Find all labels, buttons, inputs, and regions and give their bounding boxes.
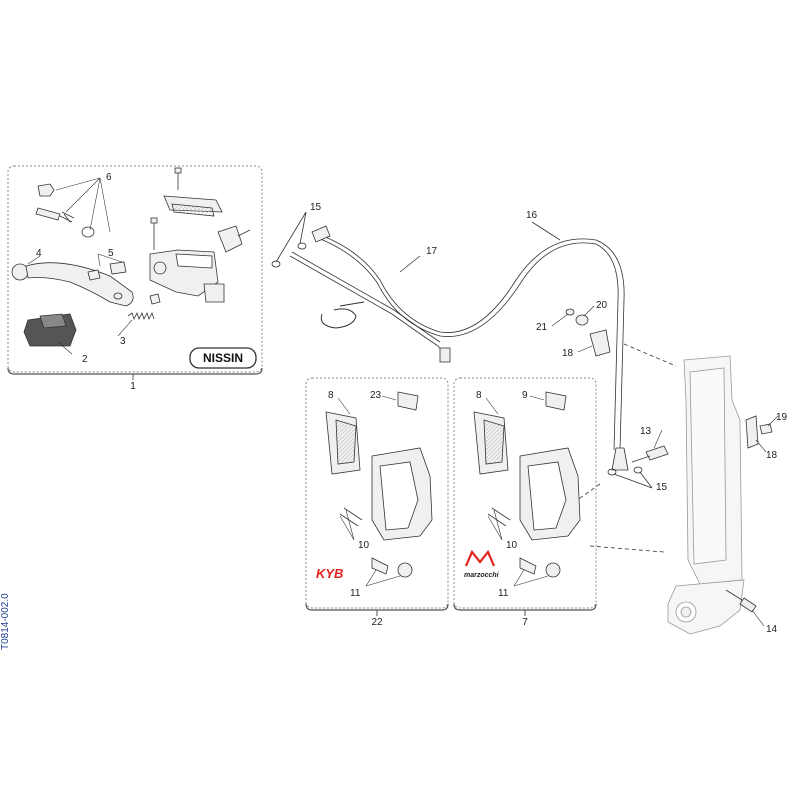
callout-5: 5 [108, 248, 114, 259]
callout-2: 2 [82, 354, 88, 365]
callout-21: 21 [536, 322, 548, 333]
caliper-marzocchi-parts [473, 391, 581, 578]
leader-lines-right [551, 305, 779, 627]
leader-lines-kyb [337, 395, 401, 587]
callout-19: 19 [776, 412, 788, 423]
group-label-master-cylinder: 1 [130, 381, 136, 392]
callout-17: 17 [426, 246, 438, 257]
reservoir-cover-part [23, 313, 77, 347]
callout-13: 13 [640, 426, 652, 437]
callout-15-top: 15 [310, 202, 322, 213]
callout-8-kyb: 8 [328, 390, 334, 401]
caliper-kyb-parts [325, 391, 433, 578]
marzocchi-logo-text: marzocchi [464, 572, 500, 579]
nissin-badge [189, 347, 257, 369]
caliper-marzocchi-group: 7 8 9 10 11 marzocchi [453, 377, 597, 628]
callout-10-kyb: 10 [358, 540, 370, 551]
brake-hoses [271, 211, 677, 553]
fork-leg-part [667, 355, 745, 635]
nissin-badge-text: NISSIN [203, 351, 243, 365]
callout-3: 3 [120, 336, 126, 347]
group-label-marzocchi: 7 [522, 617, 528, 628]
bleed-screw-part [35, 183, 95, 238]
spring-part [127, 311, 155, 321]
callout-18-upper: 18 [562, 348, 574, 359]
callout-18-lower: 18 [766, 450, 778, 461]
brake-lever-part [11, 262, 134, 307]
group-box-marzocchi [453, 377, 597, 609]
leader-lines-master [27, 177, 133, 355]
nut-part [109, 261, 127, 275]
reference-code-text: T0814-002.0 [0, 593, 11, 650]
marzocchi-logo-mark [464, 549, 496, 567]
kyb-logo: KYB [316, 566, 343, 581]
small-parts-right [565, 308, 773, 613]
callout-8-marzocchi: 8 [476, 390, 482, 401]
master-cylinder-group: 1 [7, 165, 263, 392]
callout-10-marzocchi: 10 [506, 540, 518, 551]
callout-16: 16 [526, 210, 538, 221]
leader-lines-marzocchi [485, 395, 549, 587]
callout-11-kyb: 11 [350, 588, 361, 599]
caliper-kyb-group: 22 8 23 10 11 KYB [305, 377, 449, 628]
callout-4: 4 [36, 248, 42, 259]
callout-9: 9 [522, 390, 528, 401]
master-cylinder-body-part [149, 167, 251, 305]
callout-6: 6 [106, 172, 112, 183]
callout-14: 14 [766, 624, 778, 635]
group-label-kyb: 22 [371, 617, 383, 628]
group-box-master-cylinder [7, 165, 263, 373]
group-box-kyb [305, 377, 449, 609]
callout-20: 20 [596, 300, 608, 311]
callout-15-bottom: 15 [656, 482, 668, 493]
callout-23: 23 [370, 390, 382, 401]
callout-11-marzocchi: 11 [498, 588, 509, 599]
